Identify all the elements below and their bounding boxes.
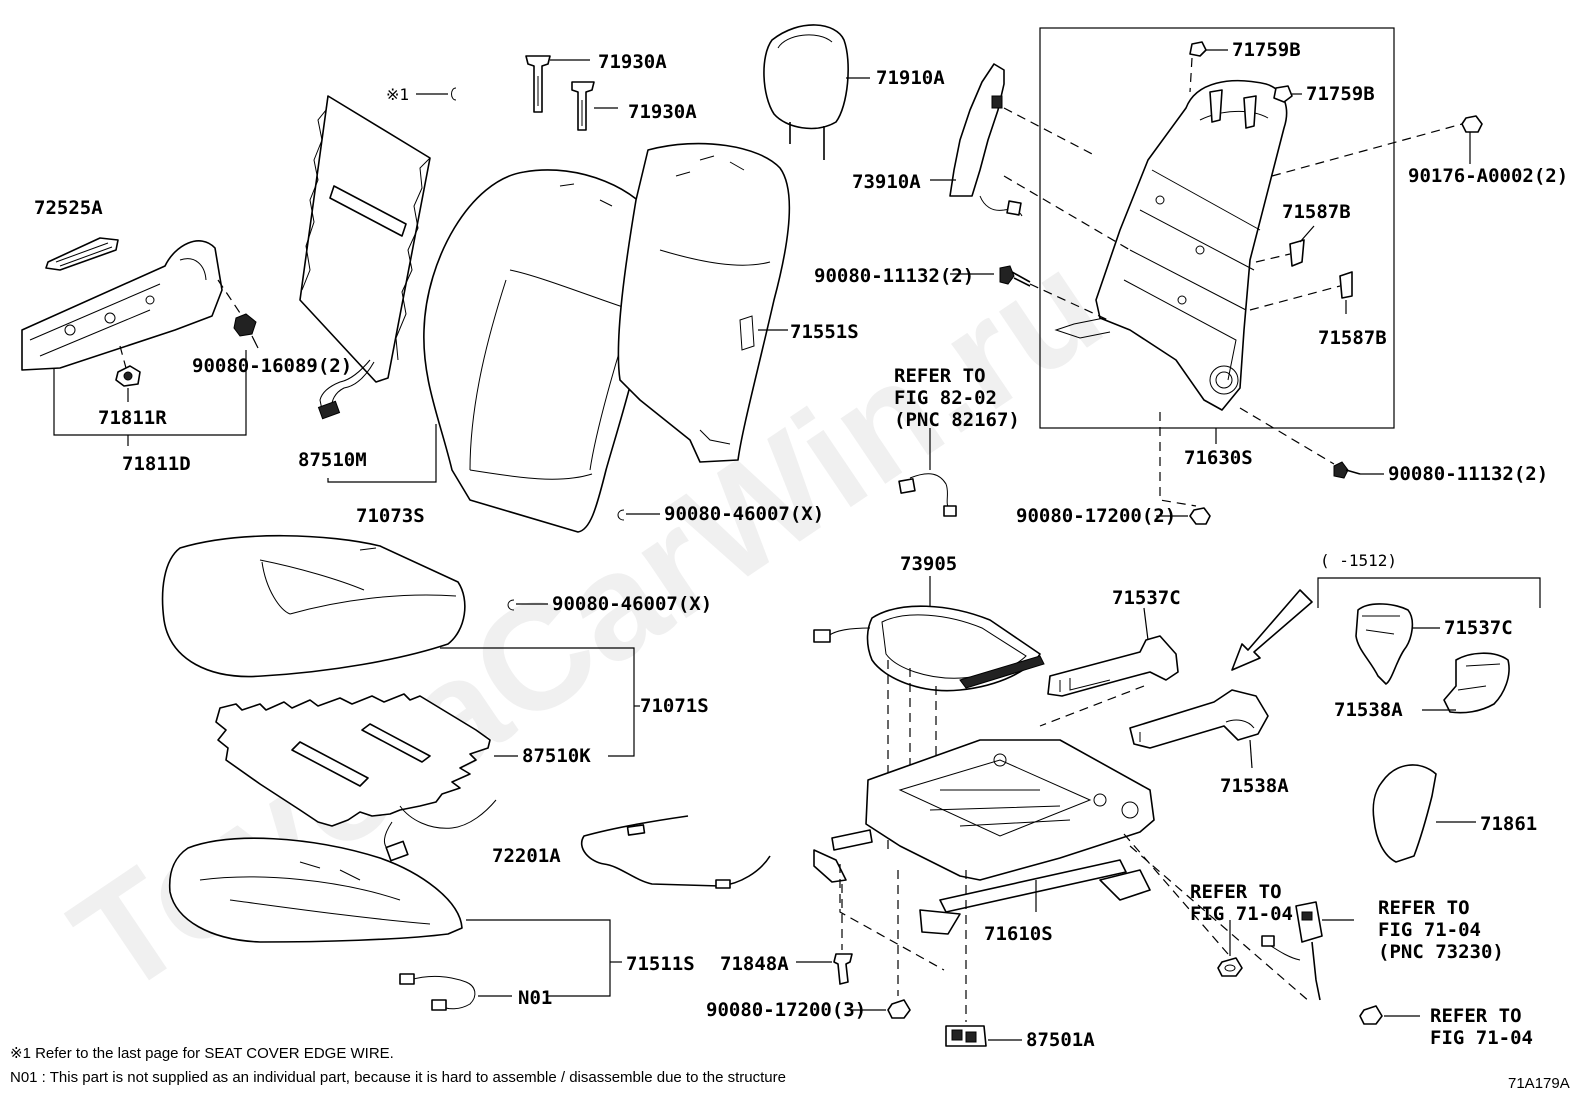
diagram-code: 71A179A (1508, 1075, 1570, 1092)
label-71910A: 71910A (876, 67, 945, 89)
label-90080-11132-left: 90080-11132(2) (814, 265, 974, 287)
label-72525A: 72525A (34, 197, 103, 219)
label-range: ( -1512) (1320, 551, 1397, 570)
label-71811R: 71811R (98, 407, 167, 429)
bracket-71587B-2 (1339, 271, 1353, 299)
label-71861: 71861 (1480, 813, 1537, 835)
label-71930A-1: 71930A (598, 51, 667, 73)
part-labels: 72525A 90080-16089(2) 71811R 71811D ※1 8… (34, 39, 1568, 1051)
ref-71-04-b-line2: FIG 71-04 (1378, 919, 1481, 941)
label-71071S: 71071S (640, 695, 709, 717)
part-87510M-drawing (299, 95, 431, 420)
clip-90080-46007-cushion (507, 599, 515, 611)
direction-arrow (1231, 589, 1313, 671)
footnote-2: N01 : This part is not supplied as an in… (10, 1069, 786, 1086)
label-71073S: 71073S (356, 505, 425, 527)
label-90176-A0002: 90176-A0002(2) (1408, 165, 1568, 187)
label-87510M: 87510M (298, 449, 367, 471)
part-71910A-drawing (763, 24, 849, 160)
label-90080-16089: 90080-16089(2) (192, 355, 352, 377)
label-71630S: 71630S (1184, 447, 1253, 469)
seatbelt-buckle-ref-73230 (1261, 901, 1323, 1001)
label-71587B-2: 71587B (1318, 327, 1387, 349)
ref-82-02-line1: REFER TO (894, 365, 986, 387)
clip-71759B-1 (1189, 41, 1207, 57)
label-71610S: 71610S (984, 923, 1053, 945)
ref-71-04-c-line2: FIG 71-04 (1430, 1027, 1533, 1049)
bolt-90080-11132-left (999, 265, 1031, 287)
part-73905-drawing (813, 605, 1045, 692)
ref-71-04-b-line3: (PNC 73230) (1378, 941, 1504, 963)
part-71811D-drawing (21, 240, 223, 371)
part-71551S-drawing (617, 142, 791, 463)
grommet-ref-71-04-a (1217, 957, 1243, 977)
footnote-1: ※1 Refer to the last page for SEAT COVER… (10, 1045, 394, 1062)
ref-71-04-a-line1: REFER TO (1190, 881, 1282, 903)
frame-group-box (1039, 27, 1395, 429)
label-90080-11132-right: 90080-11132(2) (1388, 463, 1548, 485)
label-71551S: 71551S (790, 321, 859, 343)
connector-87501A (945, 1025, 987, 1047)
part-71537C-drawing-1 (1047, 635, 1179, 697)
part-71538A-drawing-2 (1443, 652, 1510, 714)
label-71537C-2: 71537C (1444, 617, 1513, 639)
part-71538A-drawing-1 (1129, 689, 1269, 749)
part-72525A-drawing (45, 237, 119, 271)
bolt-90080-11132-right (1333, 461, 1361, 479)
clip-71759B-2 (1273, 85, 1293, 103)
label-71538A-2: 71538A (1334, 699, 1403, 721)
label-71759B-2: 71759B (1306, 83, 1375, 105)
nut-ref-71-04-c (1359, 1005, 1383, 1025)
bracket-71587B-1 (1289, 239, 1305, 267)
part-71511S-drawing (168, 837, 463, 943)
refer-labels: REFER TO FIG 82-02 (PNC 82167) REFER TO … (894, 365, 1533, 1049)
label-N01: N01 (518, 987, 552, 1009)
ref-82-02-line3: (PNC 82167) (894, 409, 1020, 431)
nut-71811R (115, 365, 141, 387)
label-71759B-1: 71759B (1232, 39, 1301, 61)
clip-90080-46007-back (617, 509, 625, 521)
ref-71-04-c-line1: REFER TO (1430, 1005, 1522, 1027)
part-71537C-drawing-2 (1355, 603, 1414, 685)
label-71538A-1: 71538A (1220, 775, 1289, 797)
label-90080-17200-2: 90080-17200(2) (1016, 505, 1176, 527)
part-72201A-drawing (580, 815, 771, 889)
harness-ref-82-02 (898, 473, 957, 517)
part-87510K-drawing (215, 693, 497, 862)
part-71930A-drawing (525, 55, 595, 131)
ref-82-02-line2: FIG 82-02 (894, 387, 997, 409)
label-87501A: 87501A (1026, 1029, 1095, 1051)
label-87510K: 87510K (522, 745, 591, 767)
ref-71-04-a-line2: FIG 71-04 (1190, 903, 1293, 925)
label-73910A: 73910A (852, 171, 921, 193)
part-71861-drawing (1372, 764, 1437, 863)
pin-71848A (833, 953, 853, 985)
label-90080-46007-back: 90080-46007(X) (664, 503, 824, 525)
label-90080-17200-3: 90080-17200(3) (706, 999, 866, 1021)
label-71930A-2: 71930A (628, 101, 697, 123)
ref-71-04-b-line1: REFER TO (1378, 897, 1470, 919)
part-73910A-drawing (949, 63, 1023, 217)
label-71848A: 71848A (720, 953, 789, 975)
label-71811D: 71811D (122, 453, 191, 475)
label-71511S: 71511S (626, 953, 695, 975)
nut-90176-A0002 (1461, 115, 1483, 133)
label-90080-46007-cushion: 90080-46007(X) (552, 593, 712, 615)
label-73905: 73905 (900, 553, 957, 575)
label-71587B-1: 71587B (1282, 201, 1351, 223)
nut-90080-17200-2 (1189, 507, 1211, 525)
part-71071S-drawing (161, 534, 466, 678)
label-ref-1: ※1 (386, 85, 409, 104)
label-72201A: 72201A (492, 845, 561, 867)
screw-90080-16089 (233, 313, 259, 349)
part-N01-drawing (399, 973, 476, 1011)
nut-90080-17200-3 (887, 999, 911, 1019)
part-71610S-drawing (813, 739, 1155, 935)
label-71537C-1: 71537C (1112, 587, 1181, 609)
